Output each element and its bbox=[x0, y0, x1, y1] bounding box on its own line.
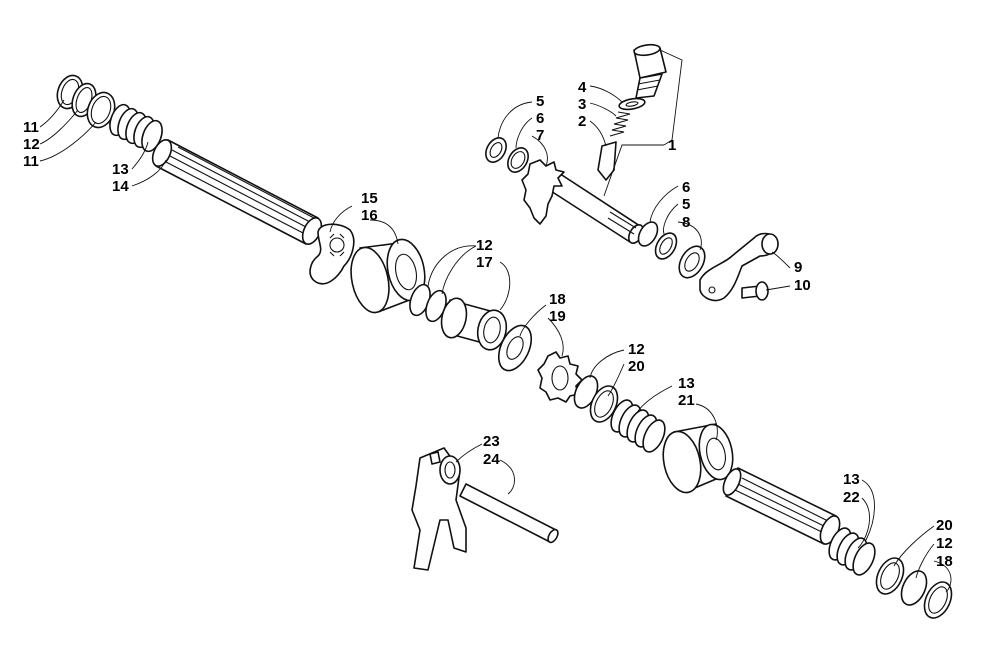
ring-6-right bbox=[637, 221, 659, 247]
washer-18-right bbox=[923, 581, 953, 619]
spring-13-middle bbox=[610, 399, 666, 453]
callout-18-a: 18 bbox=[549, 291, 566, 308]
callout-8: 8 bbox=[682, 214, 690, 231]
spring-2 bbox=[609, 111, 631, 137]
spring-13-right bbox=[828, 527, 876, 576]
callout-5-b: 5 bbox=[682, 196, 690, 213]
splined-shaft-22 bbox=[722, 467, 841, 545]
spring-13-left bbox=[109, 103, 163, 153]
ring-11-left-b bbox=[86, 91, 116, 129]
bolt-4 bbox=[633, 43, 667, 99]
drum-21 bbox=[662, 423, 734, 494]
callout-4: 4 bbox=[578, 79, 587, 96]
callout-23: 23 bbox=[483, 433, 500, 450]
callout-6-a: 6 bbox=[536, 110, 544, 127]
callout-3: 3 bbox=[578, 96, 586, 113]
ring-6-left bbox=[507, 147, 529, 173]
callout-18-b: 18 bbox=[936, 553, 953, 570]
callout-15: 15 bbox=[361, 190, 378, 207]
callout-13-c: 13 bbox=[843, 471, 860, 488]
callout-13-b: 13 bbox=[678, 375, 695, 392]
callout-1: 1 bbox=[668, 137, 676, 154]
callout-10: 10 bbox=[794, 277, 811, 294]
callout-5-a: 5 bbox=[536, 93, 544, 110]
fork-rod-24 bbox=[459, 483, 559, 544]
detent-pin bbox=[597, 141, 617, 181]
callout-17: 17 bbox=[476, 254, 493, 271]
washer-18-middle bbox=[497, 324, 533, 372]
callout-6-b: 6 bbox=[682, 179, 690, 196]
callout-13-a: 13 bbox=[112, 161, 129, 178]
callout-21: 21 bbox=[678, 392, 695, 409]
washer-3 bbox=[618, 97, 646, 111]
callout-7: 7 bbox=[536, 127, 544, 144]
ring-5-right bbox=[654, 232, 678, 260]
lever-arm-9 bbox=[699, 232, 779, 302]
bushing-17 bbox=[440, 297, 508, 351]
clip-12-right bbox=[900, 570, 928, 606]
callout-24: 24 bbox=[483, 451, 500, 468]
bolt-10 bbox=[741, 281, 769, 301]
callout-16: 16 bbox=[361, 207, 378, 224]
shift-drum-16 bbox=[350, 238, 426, 314]
callout-12-d: 12 bbox=[936, 535, 953, 552]
leader-lines bbox=[39, 49, 952, 593]
callout-20-b: 20 bbox=[936, 517, 953, 534]
callout-12-a: 12 bbox=[23, 136, 40, 153]
callout-11-a: 11 bbox=[23, 119, 39, 136]
callout-9: 9 bbox=[794, 259, 802, 276]
callout-12-c: 12 bbox=[628, 341, 645, 358]
splined-shaft-14 bbox=[151, 139, 323, 245]
callout-12-b: 12 bbox=[476, 237, 493, 254]
sector-gear-7 bbox=[521, 159, 565, 225]
ring-20-right bbox=[875, 557, 905, 595]
callout-19: 19 bbox=[549, 308, 566, 325]
callout-labels: 11 12 11 13 14 15 16 12 17 18 19 12 20 1… bbox=[23, 79, 953, 570]
callout-14: 14 bbox=[112, 178, 129, 195]
callout-11-b: 11 bbox=[23, 153, 39, 170]
shift-plate-15 bbox=[309, 223, 355, 285]
callout-22: 22 bbox=[843, 489, 860, 506]
shift-fork-23 bbox=[411, 447, 467, 571]
callout-20-a: 20 bbox=[628, 358, 645, 375]
ring-5-left bbox=[485, 137, 507, 163]
callout-2: 2 bbox=[578, 113, 586, 130]
